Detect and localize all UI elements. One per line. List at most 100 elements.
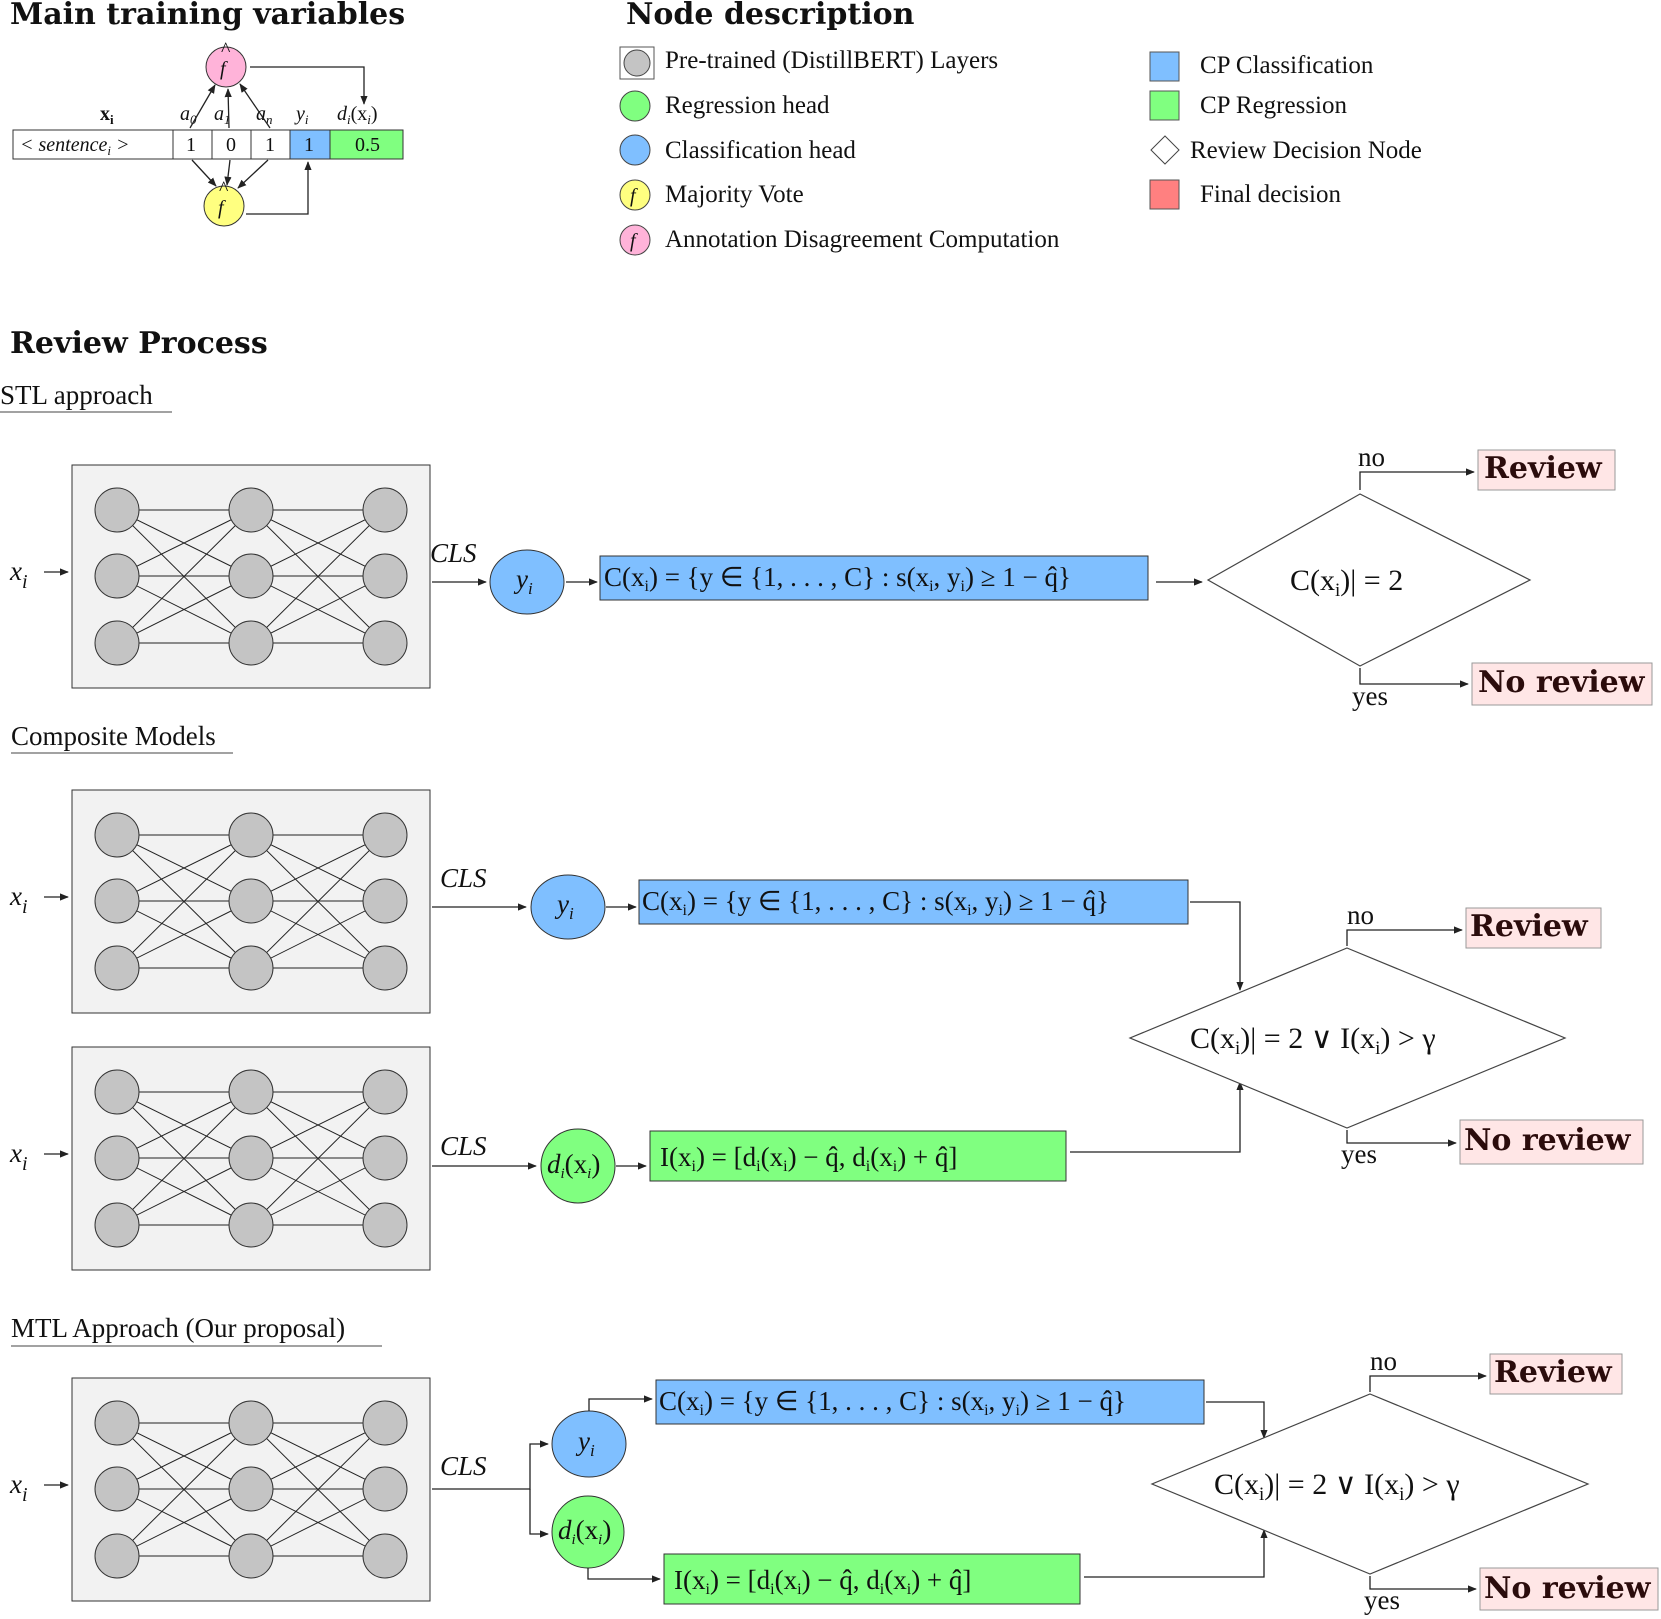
mtl-decision-node — [1150, 1393, 1590, 1575]
d-header: di(xi) — [337, 103, 378, 127]
composite-regression-head-label: di(xi) — [547, 1149, 600, 1182]
training-title: Main training variables — [10, 0, 405, 32]
composite-review-box — [1465, 907, 1602, 949]
network-node — [362, 1135, 408, 1181]
network-node — [228, 1466, 274, 1512]
edge-disagreement-to-d — [250, 66, 368, 105]
stl-review-box — [1477, 449, 1616, 491]
mtl-no-arrow — [1369, 1372, 1487, 1392]
network-node — [94, 812, 140, 858]
disagreement-node — [205, 46, 247, 88]
stl-decision-node — [1206, 493, 1532, 667]
mtl-class-head-to-cp — [588, 1395, 653, 1411]
a1-header: a1 — [214, 103, 231, 127]
a1-value: 0 — [226, 134, 236, 156]
network-connection — [250, 900, 386, 969]
mtl-regression-head-label: di(xi) — [558, 1515, 611, 1548]
decision-node-icon — [1150, 135, 1180, 165]
composite-cp-reg-to-decision — [1070, 1081, 1244, 1153]
network-node — [362, 878, 408, 924]
a0-value: 1 — [186, 134, 196, 156]
network-node — [94, 1533, 140, 1579]
mtl-cp-classification-box — [655, 1379, 1205, 1425]
composite-section-title: Composite Models — [11, 721, 216, 751]
stl-cp-classification-formula: C(xi) = {y ∈ {1, . . . , C} : s(xi, yi) … — [604, 562, 1071, 595]
mtl-reg-head-to-cp — [587, 1568, 661, 1583]
legend-majority-label: Majority Vote — [665, 181, 804, 208]
d-value: 0.5 — [355, 134, 380, 156]
composite-cls-label-1: CLS — [440, 863, 487, 893]
network-connection — [116, 1488, 252, 1557]
network-connection — [250, 1091, 386, 1159]
majority-vote-icon — [619, 179, 651, 211]
mtl-cls-label: CLS — [440, 1451, 487, 1481]
legend-pretrained-label: Pre-trained (DistillBERT) Layers — [665, 47, 998, 74]
pretrained-icon-circle — [623, 49, 651, 77]
stl-classification-head-label: yi — [513, 564, 533, 598]
stl-section-title: STL approach — [0, 380, 153, 410]
stl-decision-text: C(xi)| = 2 — [1290, 564, 1403, 601]
network-node — [94, 620, 140, 666]
network-connection — [116, 834, 252, 969]
edge-a0-to-majority — [191, 159, 217, 187]
mtl-no-review-label: No review — [1484, 1571, 1652, 1606]
composite-classification-net — [71, 789, 431, 1014]
composite-no-arrow — [1346, 926, 1463, 946]
mtl-input-label: xi — [9, 1469, 28, 1506]
mtl-no-review-box — [1479, 1567, 1659, 1611]
mtl-cls-to-reg-arrow — [529, 1489, 549, 1538]
network-node — [362, 812, 408, 858]
network-node — [228, 553, 274, 599]
composite-cp-classification-box — [638, 879, 1189, 925]
legend-decision-label: Review Decision Node — [1190, 137, 1422, 164]
stl-yes-label: yes — [1352, 681, 1388, 711]
mtl-no-label: no — [1370, 1346, 1397, 1376]
y-header: yi — [294, 103, 309, 127]
x-header: xi — [100, 103, 114, 127]
network-connection — [116, 834, 252, 902]
composite-input-label-2: xi — [9, 1138, 28, 1175]
edge-an-to-majority — [237, 159, 269, 189]
network-connection — [250, 509, 386, 644]
network-connection — [116, 575, 252, 644]
composite-no-review-box — [1459, 1119, 1644, 1165]
an-cell — [250, 129, 291, 160]
majority-node-label: f — [218, 197, 226, 219]
network-node — [362, 553, 408, 599]
network-connection — [250, 834, 386, 902]
network-connection — [116, 1091, 252, 1159]
mtl-cls-to-class-arrow — [432, 1440, 549, 1490]
network-node — [94, 878, 140, 924]
composite-yes-arrow — [1346, 1130, 1457, 1147]
stl-no-label: no — [1358, 442, 1385, 472]
network-connection — [116, 509, 252, 644]
composite-cp-classification-formula: C(xi) = {y ∈ {1, . . . , C} : s(xi, yi) … — [642, 886, 1109, 919]
edge-a1-to-majority — [224, 159, 232, 186]
network-connection — [116, 900, 252, 969]
network-connection — [116, 1091, 252, 1226]
mtl-cp-reg-to-decision — [1084, 1529, 1268, 1578]
mtl-cp-class-to-decision — [1206, 1401, 1268, 1439]
sentence-cell — [12, 129, 174, 160]
mtl-review-label: Review — [1494, 1355, 1613, 1390]
final-decision-icon — [1149, 179, 1180, 210]
composite-cp-regression-box — [649, 1130, 1067, 1182]
network-node — [94, 1400, 140, 1446]
mtl-yes-label: yes — [1364, 1585, 1400, 1615]
composite-no-label: no — [1347, 900, 1374, 930]
composite-decision-node — [1128, 947, 1567, 1129]
network-connection — [116, 1157, 252, 1226]
network-node — [228, 620, 274, 666]
network-node — [228, 1400, 274, 1446]
network-node — [362, 1400, 408, 1446]
network-connection — [116, 1422, 252, 1557]
network-node — [94, 487, 140, 533]
training-variables-figure: xi a0 a1 an yi di(xi) < sentencei > 1 0 … — [12, 39, 404, 227]
network-connection — [116, 1422, 252, 1490]
mtl-section-title: MTL Approach (Our proposal) — [11, 1313, 345, 1343]
edge-a1-to-disagreement — [224, 88, 232, 129]
network-connection — [250, 575, 386, 644]
disagreement-node-label: f — [220, 58, 228, 80]
network-node — [228, 1135, 274, 1181]
